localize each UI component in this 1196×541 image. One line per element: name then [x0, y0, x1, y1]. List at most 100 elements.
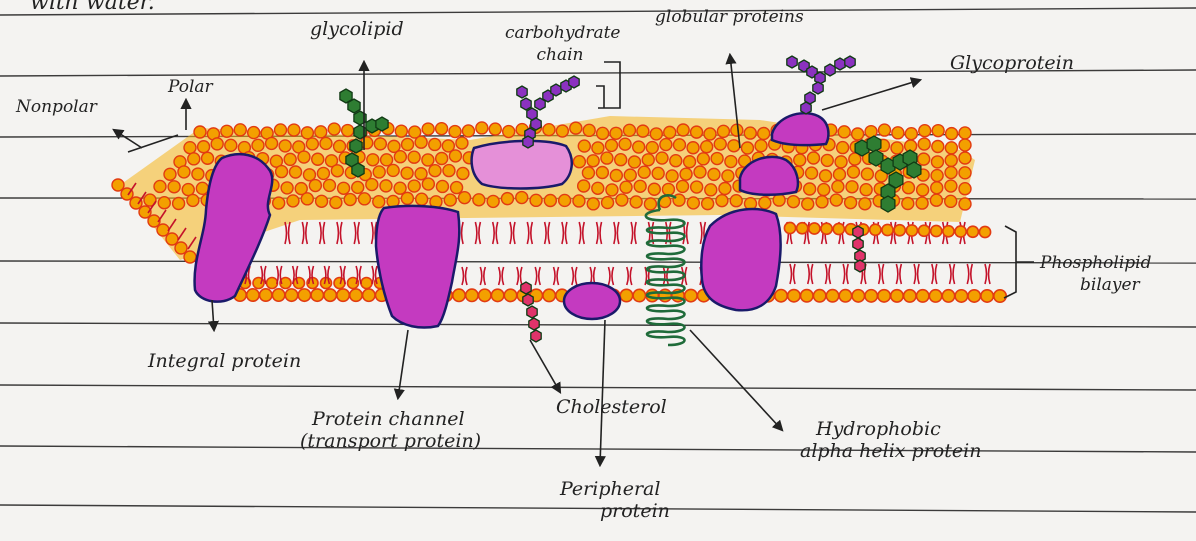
phospholipid-head — [821, 223, 832, 234]
phospholipid-head — [784, 222, 795, 233]
glycoprotein-sugar — [813, 82, 823, 94]
phospholipid-head — [504, 289, 516, 301]
phospholipid-head — [931, 225, 942, 236]
label-globular-proteins: globular proteins — [655, 6, 804, 28]
phospholipid-head — [677, 180, 689, 192]
phospholipid-tail — [517, 267, 519, 285]
phospholipid-head — [401, 167, 413, 179]
phospholipid-head — [719, 183, 731, 195]
phospholipid-head — [833, 168, 845, 180]
phospholipid-head — [401, 192, 413, 204]
phospholipid-head — [202, 152, 214, 164]
phospholipid-head — [691, 181, 703, 193]
label-phospholipid-bilayer: Phospholipid bilayer — [1040, 252, 1152, 296]
phospholipid-head — [130, 197, 142, 209]
phospholipid-head — [809, 223, 820, 234]
phospholipid-head — [656, 152, 668, 164]
phospholipid-head — [662, 183, 674, 195]
phospholipid-tail — [337, 222, 339, 244]
phospholipid-head — [758, 128, 770, 140]
phospholipid-head — [337, 289, 349, 301]
phospholipid-head — [882, 224, 893, 235]
label-phospholipid-line2: bilayer — [1040, 274, 1152, 296]
phospholipid-head — [852, 128, 864, 140]
phospholipid-tail — [843, 264, 845, 284]
phospholipid-head — [429, 165, 441, 177]
phospholipid-head — [860, 184, 872, 196]
phospholipid-head — [462, 125, 474, 137]
phospholipid-head — [459, 192, 471, 204]
phospholipid-tail — [630, 267, 632, 285]
phospholipid-head — [338, 182, 350, 194]
phospholipid-head — [878, 290, 890, 302]
phospholipid-head — [394, 151, 406, 163]
phospholipid-head — [320, 137, 332, 149]
phospholipid-head — [931, 182, 943, 194]
label-cholesterol: Cholesterol — [556, 396, 667, 418]
label-hydrophobic-line2: alpha helix protein — [800, 440, 981, 462]
phospholipid-head — [633, 141, 645, 153]
phospholipid-head — [516, 192, 528, 204]
phospholipid-head — [374, 138, 386, 150]
phospholipid-tail — [296, 266, 298, 284]
phospholipid-head — [367, 154, 379, 166]
phospholipid-head — [638, 166, 650, 178]
phospholipid-head — [839, 290, 851, 302]
phospholipid-tail — [935, 264, 937, 284]
phospholipid-head — [918, 138, 930, 150]
phospholipid-tail — [344, 266, 346, 284]
phospholipid-tail — [597, 222, 599, 244]
phospholipid-head — [294, 278, 305, 289]
label-integral-protein: Integral protein — [148, 350, 301, 372]
phospholipid-tail — [847, 264, 849, 284]
phospholipid-tail — [914, 264, 916, 284]
phospholipid-head — [422, 154, 434, 166]
phospholipid-head — [247, 289, 259, 301]
phospholipid-head — [773, 194, 785, 206]
phospholipid-head — [916, 197, 928, 209]
phospholipid-head — [755, 140, 767, 152]
phospholipid-head — [919, 125, 931, 137]
phospholipid-head — [578, 180, 590, 192]
phospholipid-tail — [967, 264, 969, 284]
glycolipid-sugar — [350, 139, 362, 153]
phospholipid-head — [816, 196, 828, 208]
phospholipid-head — [587, 155, 599, 167]
phospholipid-head — [596, 166, 608, 178]
phospholipid-head — [366, 179, 378, 191]
phospholipid-head — [187, 194, 199, 206]
phospholipid-head — [730, 195, 742, 207]
phospholipid-head — [288, 124, 300, 136]
phospholipid-head — [363, 289, 375, 301]
phospholipid-tail — [985, 264, 987, 284]
phospholipid-head — [606, 184, 618, 196]
phospholipid-head — [592, 142, 604, 154]
phospholipid-head — [808, 152, 820, 164]
phospholipid-head — [906, 225, 917, 236]
phospholipid-head — [652, 167, 664, 179]
phospholipid-head — [994, 290, 1006, 302]
label-peripheral-line1: Peripheral — [560, 478, 670, 500]
phospholipid-head — [154, 180, 166, 192]
phospholipid-tail — [617, 222, 619, 244]
phospholipid-tail — [360, 266, 362, 284]
phospholipid-tail — [302, 222, 304, 244]
phospholipid-head — [797, 223, 808, 234]
phospholipid-head — [331, 165, 343, 177]
phospholipid-head — [373, 166, 385, 178]
cholesterol-ring — [521, 282, 531, 294]
phospholipid-head — [436, 153, 448, 165]
phospholipid-tail — [289, 222, 291, 244]
label-protein-channel: Protein channel (transport protein) — [300, 408, 481, 452]
phospholipid-head — [846, 181, 858, 193]
phospholipid-tail — [687, 222, 689, 244]
phospholipid-tail — [557, 267, 559, 285]
phospholipid-head — [955, 226, 966, 237]
phospholipid-head — [503, 126, 515, 138]
phospholipid-head — [664, 126, 676, 138]
phospholipid-head — [835, 156, 847, 168]
phospholipid-tail — [811, 264, 813, 284]
phospholipid-head — [416, 193, 428, 205]
glycoprotein-base — [772, 113, 828, 145]
phospholipid-head — [680, 168, 692, 180]
